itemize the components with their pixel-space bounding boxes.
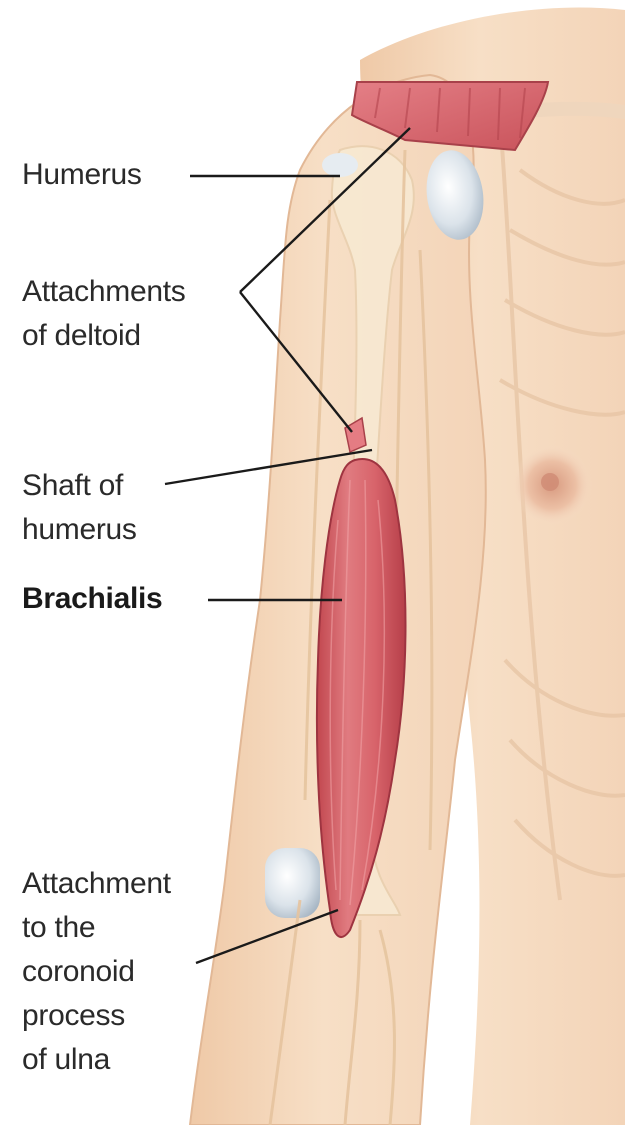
label-humerus: Humerus [22,153,142,197]
elbow-cartilage [265,848,320,918]
label-attachments-of-deltoid: Attachments of deltoid [22,270,185,358]
label-brachialis: Brachialis [22,577,162,621]
label-attachment-coronoid: Attachment to the coronoid process of ul… [22,862,171,1082]
label-shaft-of-humerus: Shaft of humerus [22,464,137,552]
